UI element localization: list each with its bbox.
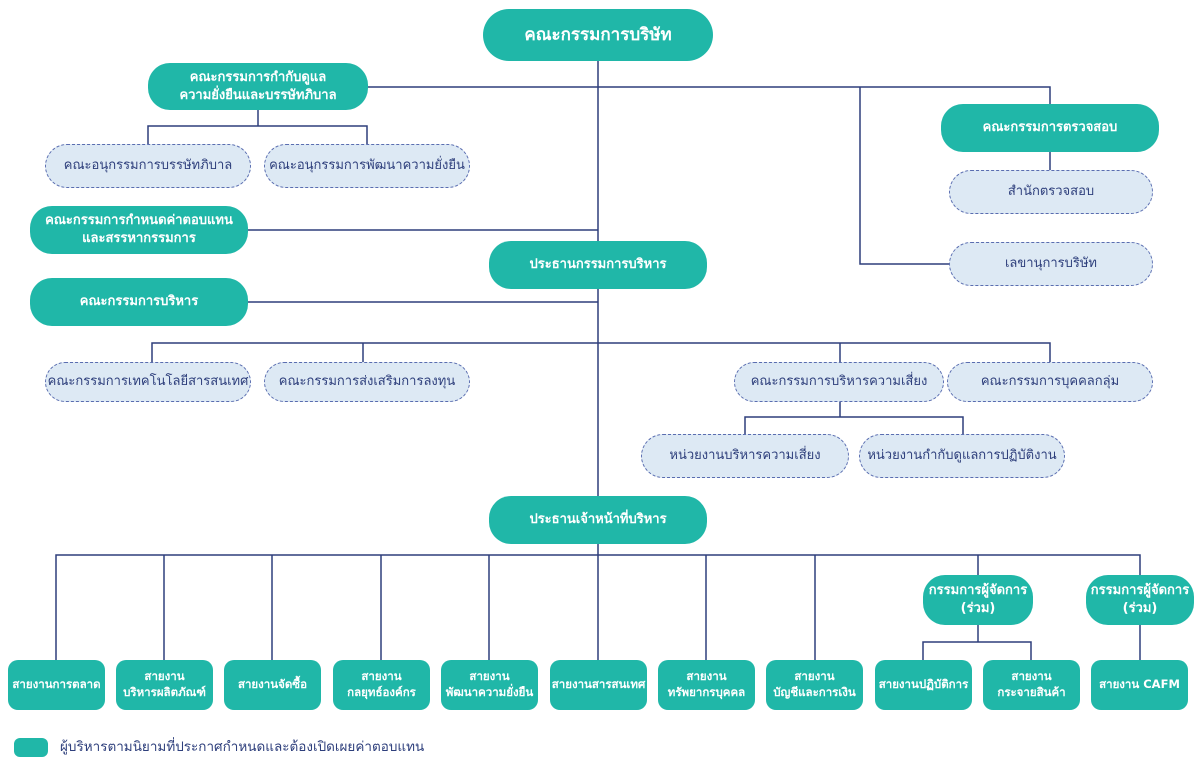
division-distribution: สายงาน กระจายสินค้า xyxy=(983,660,1080,710)
md-joint-2: กรรมการผู้จัดการ (ร่วม) xyxy=(1086,575,1194,625)
internal-audit: สำนักตรวจสอบ xyxy=(949,170,1153,214)
division-marketing: สายงานการตลาด xyxy=(8,660,105,710)
sd-subcommittee: คณะอนุกรรมการพัฒนาความยั่งยืน xyxy=(264,144,470,188)
governance-committee: คณะกรรมการกำกับดูแล ความยั่งยืนและบรรษัท… xyxy=(148,63,368,110)
risk-committee: คณะกรรมการบริหารความเสี่ยง xyxy=(734,362,944,402)
it-committee: คณะกรรมการเทคโนโลยีสารสนเทศ xyxy=(45,362,251,402)
executive-chairman: ประธานกรรมการบริหาร xyxy=(489,241,707,289)
legend-text: ผู้บริหารตามนิยามที่ประกาศกำหนดและต้องเป… xyxy=(60,739,425,755)
division-procurement: สายงานจัดซื้อ xyxy=(224,660,321,710)
audit-committee: คณะกรรมการตรวจสอบ xyxy=(941,104,1159,152)
ceo: ประธานเจ้าหน้าที่บริหาร xyxy=(489,496,707,544)
board-of-directors: คณะกรรมการบริษัท xyxy=(483,9,713,61)
cg-subcommittee: คณะอนุกรรมการบรรษัทภิบาล xyxy=(45,144,251,188)
hr-committee: คณะกรรมการบุคคลกลุ่ม xyxy=(947,362,1153,402)
company-secretary: เลขานุการบริษัท xyxy=(949,242,1153,286)
division-human-resources: สายงาน ทรัพยากรบุคคล xyxy=(658,660,755,710)
division-information-technology: สายงานสารสนเทศ xyxy=(550,660,647,710)
investment-committee: คณะกรรมการส่งเสริมการลงทุน xyxy=(264,362,470,402)
legend-swatch xyxy=(14,738,48,757)
division-corporate-strategy: สายงาน กลยุทธ์องค์กร xyxy=(333,660,430,710)
division-accounting-finance: สายงาน บัญชีและการเงิน xyxy=(766,660,863,710)
executive-committee: คณะกรรมการบริหาร xyxy=(30,278,248,326)
compliance-unit: หน่วยงานกำกับดูแลการปฏิบัติงาน xyxy=(859,434,1065,478)
md-joint-1: กรรมการผู้จัดการ (ร่วม) xyxy=(923,575,1033,625)
division-operations: สายงานปฏิบัติการ xyxy=(875,660,972,710)
remuneration-committee: คณะกรรมการกำหนดค่าตอบแทน และสรรหากรรมการ xyxy=(30,206,248,254)
division-product-management: สายงาน บริหารผลิตภัณฑ์ xyxy=(116,660,213,710)
division-sustainability: สายงาน พัฒนาความยั่งยืน xyxy=(441,660,538,710)
division-cafm: สายงาน CAFM xyxy=(1091,660,1188,710)
risk-unit: หน่วยงานบริหารความเสี่ยง xyxy=(641,434,849,478)
